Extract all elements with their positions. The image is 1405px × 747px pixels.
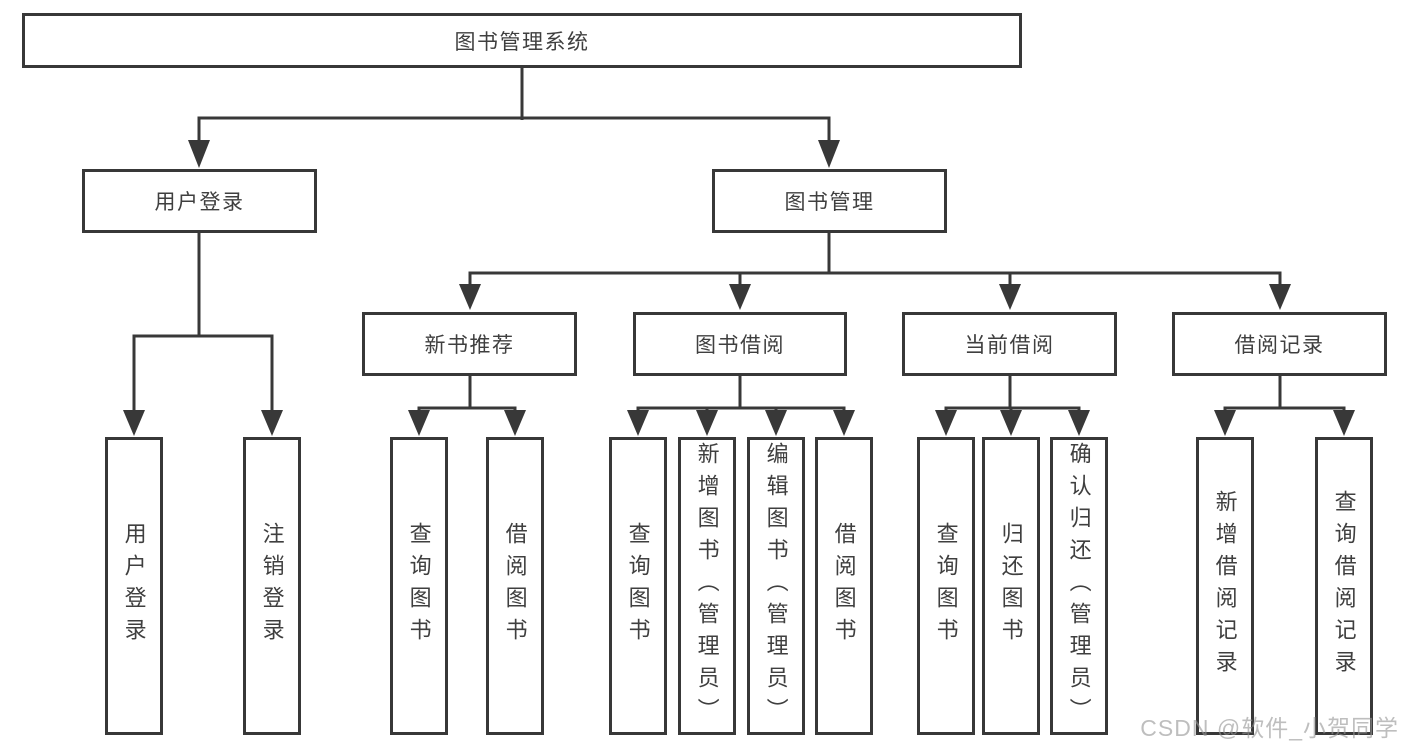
node-label: 新书推荐 <box>424 334 515 357</box>
arrow-down-icon <box>833 410 855 436</box>
arrowhead-icons <box>123 140 1355 436</box>
arrow-down-icon <box>999 284 1021 310</box>
node-label: 当前借阅 <box>964 334 1055 357</box>
node-book-borrow: 图书借阅 <box>633 312 847 376</box>
leaf-record-query: 查询借阅记录 <box>1315 437 1373 735</box>
leaf-logout: 注销登录 <box>243 437 301 735</box>
node-label: 归还图书 <box>998 522 1024 650</box>
node-label: 用户登录 <box>121 522 147 650</box>
node-root-system: 图书管理系统 <box>22 13 1022 68</box>
arrow-down-icon <box>504 410 526 436</box>
node-label: 借阅记录 <box>1234 334 1325 357</box>
arrow-down-icon <box>1068 410 1090 436</box>
node-label: 借阅图书 <box>502 522 528 650</box>
leaf-current-confirm-return-admin: 确认归还（管理员） <box>1050 437 1108 735</box>
leaf-recommend-query-book: 查询图书 <box>390 437 448 735</box>
node-label: 图书借阅 <box>695 334 785 357</box>
node-label: 新增图书（管理员） <box>694 442 720 730</box>
node-label: 查询图书 <box>406 522 432 650</box>
arrow-down-icon <box>696 410 718 436</box>
leaf-borrow-edit-book-admin: 编辑图书（管理员） <box>747 437 805 735</box>
node-label: 确认归还（管理员） <box>1066 442 1092 730</box>
node-label: 注销登录 <box>259 522 285 650</box>
node-label: 查询图书 <box>933 522 959 650</box>
arrow-down-icon <box>188 140 210 168</box>
arrow-down-icon <box>1333 410 1355 436</box>
leaf-borrow-borrow-book: 借阅图书 <box>815 437 873 735</box>
node-label: 查询图书 <box>625 522 651 650</box>
leaf-current-query-book: 查询图书 <box>917 437 975 735</box>
arrow-down-icon <box>627 410 649 436</box>
node-borrow-record: 借阅记录 <box>1172 312 1387 376</box>
leaf-user-login: 用户登录 <box>105 437 163 735</box>
arrow-down-icon <box>1269 284 1291 310</box>
node-user-login-branch: 用户登录 <box>82 169 317 233</box>
node-label: 查询借阅记录 <box>1331 490 1357 682</box>
node-label: 图书管理系统 <box>454 30 590 54</box>
arrow-down-icon <box>1214 410 1236 436</box>
node-label: 借阅图书 <box>831 522 857 650</box>
node-book-management-branch: 图书管理 <box>712 169 947 233</box>
leaf-borrow-query-book: 查询图书 <box>609 437 667 735</box>
arrow-down-icon <box>123 410 145 436</box>
arrow-down-icon <box>1000 410 1022 436</box>
arrow-down-icon <box>408 410 430 436</box>
node-label: 新增借阅记录 <box>1212 490 1238 682</box>
leaf-recommend-borrow-book: 借阅图书 <box>486 437 544 735</box>
leaf-borrow-add-book-admin: 新增图书（管理员） <box>678 437 736 735</box>
arrow-down-icon <box>818 140 840 168</box>
leaf-record-add: 新增借阅记录 <box>1196 437 1254 735</box>
node-label: 用户登录 <box>154 191 245 214</box>
arrow-down-icon <box>935 410 957 436</box>
node-new-book-recommend: 新书推荐 <box>362 312 577 376</box>
arrow-down-icon <box>765 410 787 436</box>
node-label: 编辑图书（管理员） <box>763 442 789 730</box>
arrow-down-icon <box>261 410 283 436</box>
arrow-down-icon <box>459 284 481 310</box>
arrow-down-icon <box>729 284 751 310</box>
node-current-borrow: 当前借阅 <box>902 312 1117 376</box>
node-label: 图书管理 <box>784 191 875 214</box>
leaf-current-return-book: 归还图书 <box>982 437 1040 735</box>
